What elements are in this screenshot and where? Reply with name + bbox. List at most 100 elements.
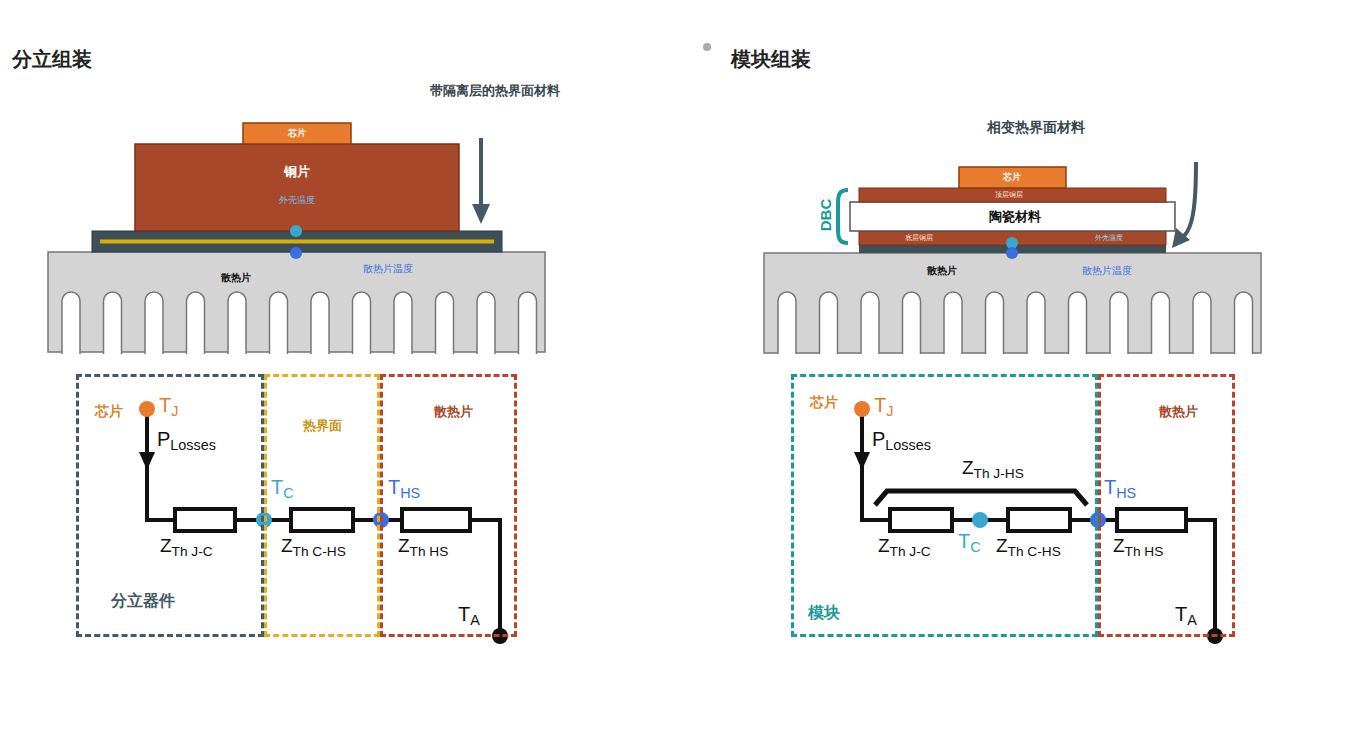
node-dot xyxy=(139,401,155,417)
heatsink-temp-dot xyxy=(1006,247,1018,259)
fin-slot xyxy=(778,292,796,354)
node-label: 外壳温度 xyxy=(1095,234,1123,242)
symbol-subscript: A xyxy=(1187,612,1197,628)
symbol-label: PLosses xyxy=(872,428,931,451)
symbol-label: THS xyxy=(388,476,420,499)
arrow-head xyxy=(472,204,490,224)
resistor-symbol xyxy=(175,509,235,531)
fin-slot xyxy=(394,292,412,354)
fin-slot xyxy=(62,292,80,354)
symbol-subscript: Losses xyxy=(885,437,931,453)
heatsink-body xyxy=(48,252,545,352)
heading: 分立组装 xyxy=(12,48,92,71)
heatsink-body xyxy=(764,253,1261,353)
fin-slot xyxy=(228,292,246,354)
wire xyxy=(862,409,1215,636)
symbol-letter: P xyxy=(872,428,885,450)
symbol-subscript: Th HS xyxy=(410,544,449,559)
resistor-symbol xyxy=(291,509,353,531)
top-copper xyxy=(859,188,1166,202)
heatsink-fins xyxy=(778,292,1253,354)
symbol-letter: T xyxy=(1104,476,1116,498)
fin-slot xyxy=(104,292,122,354)
callout-arrow xyxy=(479,138,483,206)
symbol-letter: T xyxy=(271,476,283,498)
symbol-letter: T xyxy=(874,394,886,416)
symbol-letter: Z xyxy=(996,535,1008,556)
fin-slot xyxy=(187,292,205,354)
wire xyxy=(147,409,500,636)
heading: 带隔离层的热界面材料 xyxy=(430,84,560,99)
symbol-letter: T xyxy=(1175,603,1187,625)
symbol-letter: T xyxy=(388,476,400,498)
part-box: 散热片散热片温度 xyxy=(764,253,1261,353)
symbol-label: TJ xyxy=(874,394,893,417)
node-label: 铜片 xyxy=(284,165,310,179)
symbol-label: PLosses xyxy=(157,428,216,451)
symbol-label: TJ xyxy=(159,394,178,417)
symbol-label: TC xyxy=(271,476,294,499)
symbol-label: ZTh C-HS xyxy=(281,535,346,557)
resistor-symbol xyxy=(890,509,952,531)
part-box: 芯片 xyxy=(959,167,1066,188)
symbol-subscript: A xyxy=(470,612,480,628)
chip xyxy=(959,167,1066,188)
fin-slot xyxy=(477,292,495,354)
symbol-subscript: J xyxy=(886,403,893,419)
fin-slot xyxy=(436,292,454,354)
fin-slot xyxy=(861,292,879,354)
node-label: 芯片 xyxy=(288,129,306,139)
symbol-subscript: Th HS xyxy=(1125,544,1164,559)
symbol-label: ZTh J-HS xyxy=(962,457,1024,479)
node-label: 散热片 xyxy=(221,272,251,283)
symbol-subscript: J xyxy=(171,403,178,419)
dbc-bracket xyxy=(838,190,848,243)
resistor-symbol xyxy=(1117,509,1186,531)
fin-slot xyxy=(1027,292,1045,354)
fin-slot xyxy=(944,292,962,354)
symbol-subscript: Losses xyxy=(170,437,216,453)
part-box: 芯片 xyxy=(243,123,351,144)
symbol-letter: Z xyxy=(398,535,410,556)
symbol-subscript: Th J-HS xyxy=(974,466,1024,481)
symbol-letter: T xyxy=(958,530,970,552)
bullet xyxy=(703,43,711,51)
fin-slot xyxy=(145,292,163,354)
symbol-label: TA xyxy=(458,603,480,626)
node-label: 芯片 xyxy=(95,404,123,419)
part-box: 陶瓷材料 xyxy=(850,202,1175,231)
symbol-label: ZTh HS xyxy=(1113,535,1163,557)
fin-slot xyxy=(820,292,838,354)
symbol-letter: Z xyxy=(962,457,974,478)
fin-slot xyxy=(270,292,288,354)
symbol-subscript: Th C-HS xyxy=(293,544,346,559)
fin-slot xyxy=(311,292,329,354)
node-dot xyxy=(972,512,988,528)
region-box: 芯片模块 xyxy=(791,374,1098,637)
assembly-drawing xyxy=(48,43,1261,354)
node-label: 热界面 xyxy=(303,419,342,433)
case-temp-dot xyxy=(290,225,302,237)
node-label: 顶层铜层 xyxy=(995,191,1023,199)
symbol-subscript: C xyxy=(970,539,980,555)
node-label: 散热片 xyxy=(434,405,473,419)
part-box: 顶层铜层 xyxy=(859,188,1166,202)
fin-slot xyxy=(1235,292,1253,354)
symbol-label: TC xyxy=(958,530,981,553)
fin-slot xyxy=(519,292,537,354)
node-label: 散热片 xyxy=(1159,405,1198,419)
fin-slot xyxy=(903,292,921,354)
symbol-subscript: Th C-HS xyxy=(1008,544,1061,559)
fin-slot xyxy=(1193,292,1211,354)
fin-slot xyxy=(353,292,371,354)
node-label: 模块 xyxy=(808,604,840,622)
symbol-letter: Z xyxy=(160,535,172,556)
part-box: 散热片散热片温度 xyxy=(48,252,545,352)
symbol-label: TA xyxy=(1175,603,1197,626)
thermal-circuit xyxy=(139,401,1223,644)
fin-slot xyxy=(986,292,1004,354)
heading: 模块组装 xyxy=(731,48,811,71)
node-label: 芯片 xyxy=(810,395,838,410)
symbol-label: ZTh J-C xyxy=(160,535,213,557)
